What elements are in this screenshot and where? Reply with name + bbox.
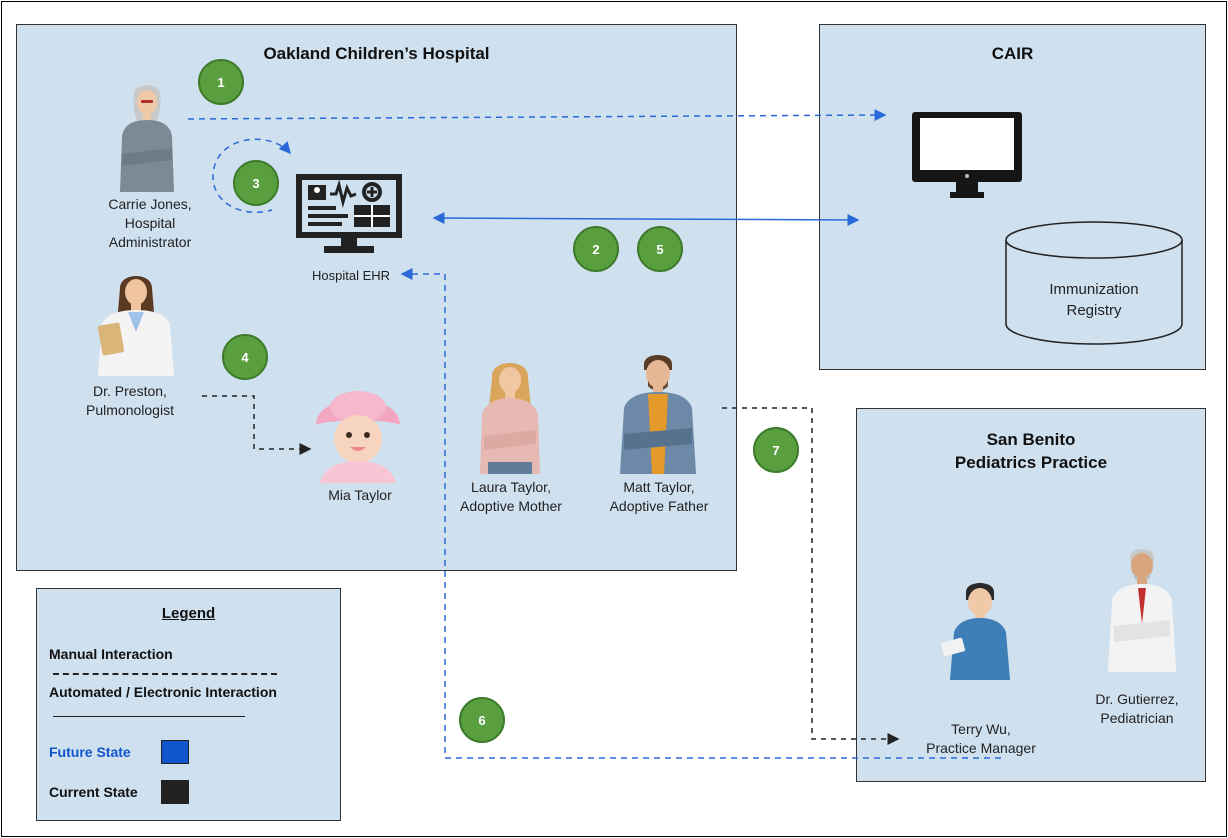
dr-gutierrez-label-line1: Dr. Gutierrez,	[1095, 691, 1179, 707]
legend-current-label: Current State	[49, 784, 138, 800]
step-1-badge: 1	[198, 59, 244, 105]
san-benito-title-line1: San Benito	[986, 430, 1076, 449]
carrie-jones-avatar	[120, 85, 174, 192]
cair-monitor-icon	[912, 112, 1022, 198]
flow-carrie-to-cair	[187, 109, 887, 122]
step-7-badge: 7	[753, 427, 799, 473]
dr-gutierrez-avatar	[1108, 549, 1176, 672]
terry-wu-label-line1: Terry Wu,	[951, 721, 1011, 737]
carrie-jones-label-line3: Administrator	[108, 234, 192, 250]
laura-taylor-label-line2: Adoptive Mother	[460, 498, 562, 514]
immunization-registry-label-line1: Immunization	[1049, 281, 1139, 298]
flow-loop-ehr	[212, 138, 291, 214]
legend-manual-line	[53, 673, 277, 675]
legend-automated-label: Automated / Electronic Interaction	[49, 684, 277, 700]
mia-taylor-avatar	[316, 391, 400, 483]
step-3-badge: 3	[233, 160, 279, 206]
san-benito-title-line2: Pediatrics Practice	[954, 453, 1108, 472]
hospital-ehr-monitor-icon	[296, 174, 402, 253]
laura-taylor-label-line1: Laura Taylor,	[471, 479, 551, 495]
oakland-hospital-title: Oakland Children’s Hospital	[263, 44, 490, 63]
step-4-badge: 4	[222, 334, 268, 380]
cair-title: CAIR	[991, 44, 1034, 63]
dr-preston-avatar	[97, 276, 174, 376]
dr-preston-label-line2: Pulmonologist	[86, 402, 174, 418]
flow-matt-to-terry	[722, 407, 900, 745]
immunization-registry-database-icon	[1005, 221, 1183, 345]
carrie-jones-label-line1: Carrie Jones,	[108, 196, 192, 212]
step-5-badge: 5	[637, 226, 683, 272]
mia-taylor-label: Mia Taylor	[328, 487, 392, 503]
legend-current-swatch	[161, 780, 189, 804]
immunization-registry-label-line2: Registry	[1066, 302, 1122, 319]
flow-sanbenito-to-ehr	[400, 268, 1001, 759]
hospital-ehr-label: Hospital EHR	[311, 268, 391, 283]
flow-preston-to-mia	[202, 395, 312, 455]
matt-taylor-label-line1: Matt Taylor,	[623, 479, 695, 495]
dr-preston-label-line1: Dr. Preston,	[93, 383, 167, 399]
legend-future-label: Future State	[49, 744, 131, 760]
legend-box: Legend Manual Interaction Automated / El…	[36, 588, 341, 821]
legend-manual-label: Manual Interaction	[49, 646, 173, 662]
step-6-badge: 6	[459, 697, 505, 743]
laura-taylor-avatar	[480, 363, 540, 474]
legend-future-swatch	[161, 740, 189, 764]
terry-wu-label-line2: Practice Manager	[926, 740, 1036, 756]
legend-title: Legend	[161, 605, 216, 622]
dr-gutierrez-label-line2: Pediatrician	[1100, 710, 1174, 726]
step-2-badge: 2	[573, 226, 619, 272]
carrie-jones-label-line2: Hospital	[124, 215, 176, 231]
terry-wu-avatar	[941, 583, 1010, 680]
matt-taylor-avatar	[620, 355, 696, 474]
matt-taylor-label-line2: Adoptive Father	[609, 498, 709, 514]
legend-automated-line	[53, 716, 245, 717]
flow-ehr-cair	[432, 212, 860, 226]
